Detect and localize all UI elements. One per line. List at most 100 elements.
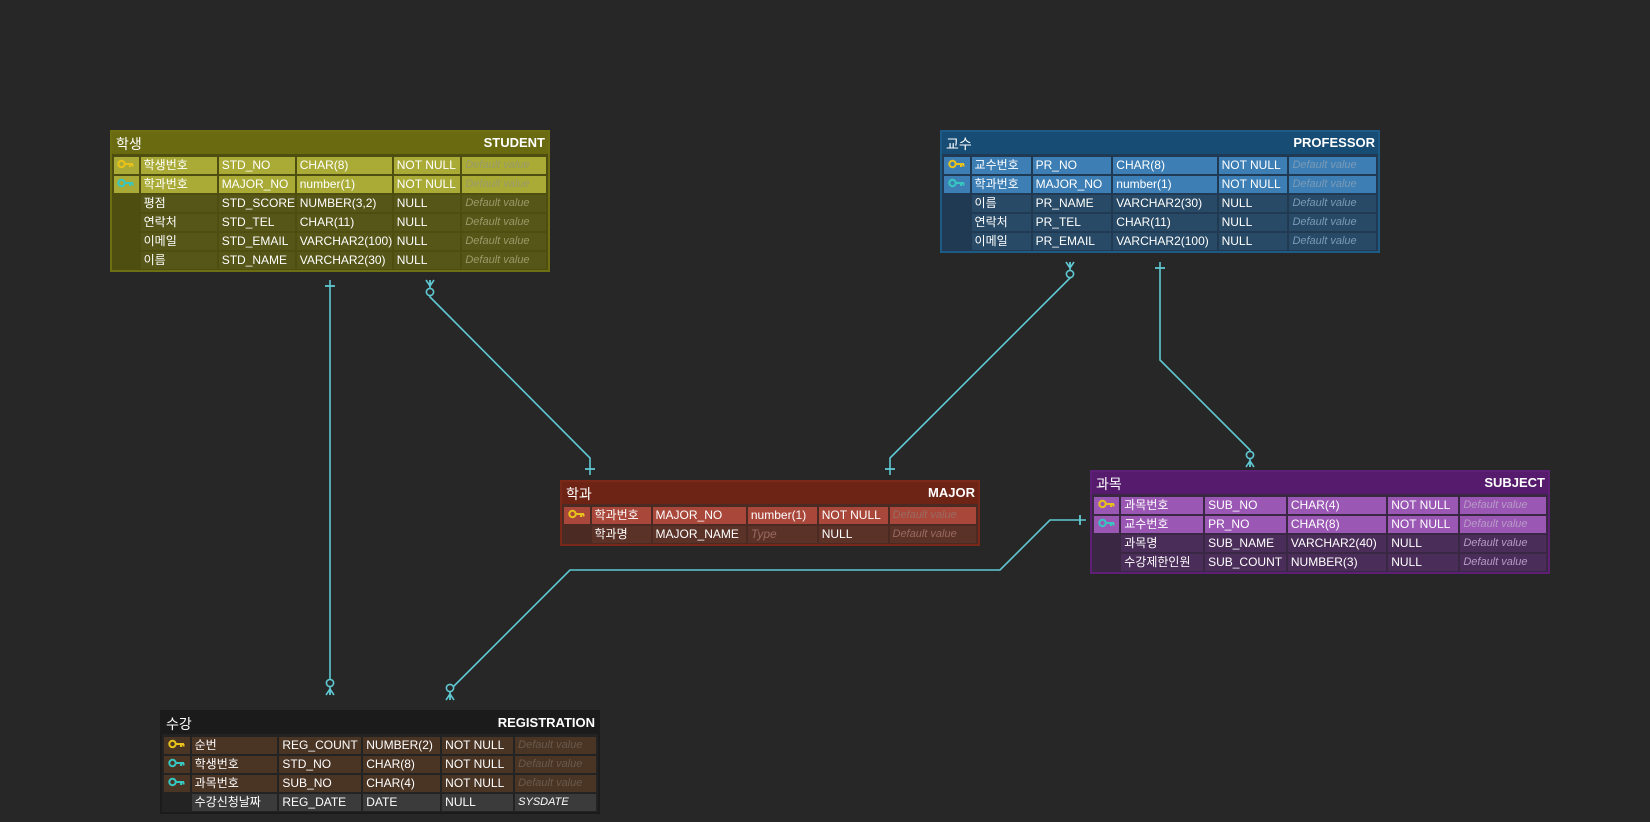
column-default[interactable]: Default value: [1460, 516, 1546, 533]
column-default[interactable]: Default value: [515, 775, 597, 792]
column-default[interactable]: Default value: [515, 737, 597, 754]
column-logical-name[interactable]: 순번: [191, 737, 278, 754]
column-logical-name[interactable]: 이름: [140, 252, 217, 269]
column-physical-name[interactable]: SUB_NO: [1205, 497, 1286, 514]
column-default[interactable]: Default value: [462, 214, 546, 231]
column-physical-name[interactable]: STD_TEL: [218, 214, 295, 231]
column-logical-name[interactable]: 연락처: [971, 214, 1031, 231]
column-logical-name[interactable]: 학생번호: [191, 756, 278, 773]
column-logical-name[interactable]: 학과명: [591, 526, 651, 543]
column-physical-name[interactable]: MAJOR_NO: [652, 507, 746, 524]
column-nullable[interactable]: NULL: [442, 794, 514, 811]
column-key-cell[interactable]: [164, 775, 190, 792]
column-nullable[interactable]: NULL: [393, 214, 461, 231]
column-physical-name[interactable]: SUB_NO: [279, 775, 362, 792]
column-key-cell[interactable]: [944, 195, 970, 212]
column-key-cell[interactable]: [164, 794, 190, 811]
column-physical-name[interactable]: MAJOR_NO: [1032, 176, 1112, 193]
column-key-cell[interactable]: [944, 214, 970, 231]
column-physical-name[interactable]: PR_TEL: [1032, 214, 1112, 231]
column-default[interactable]: Default value: [1460, 497, 1546, 514]
column-nullable[interactable]: NULL: [818, 526, 888, 543]
column-default[interactable]: Default value: [889, 526, 976, 543]
column-logical-name[interactable]: 교수번호: [971, 157, 1031, 174]
column-logical-name[interactable]: 과목명: [1121, 535, 1204, 552]
column-logical-name[interactable]: 연락처: [140, 214, 217, 231]
column-nullable[interactable]: NULL: [393, 233, 461, 250]
column-type[interactable]: VARCHAR2(100): [1113, 233, 1217, 250]
column-type[interactable]: CHAR(11): [1113, 214, 1217, 231]
column-logical-name[interactable]: 학과번호: [971, 176, 1031, 193]
column-logical-name[interactable]: 수강신청날짜: [191, 794, 278, 811]
column-physical-name[interactable]: STD_NO: [279, 756, 362, 773]
column-type[interactable]: VARCHAR2(100): [296, 233, 392, 250]
column-type[interactable]: CHAR(4): [1287, 497, 1387, 514]
column-physical-name[interactable]: STD_SCORE: [218, 195, 295, 212]
column-physical-name[interactable]: PR_EMAIL: [1032, 233, 1112, 250]
column-key-cell[interactable]: [1094, 497, 1120, 514]
column-physical-name[interactable]: MAJOR_NAME: [652, 526, 746, 543]
column-nullable[interactable]: NOT NULL: [442, 737, 514, 754]
column-nullable[interactable]: NULL: [1388, 554, 1459, 571]
column-nullable[interactable]: NOT NULL: [442, 756, 514, 773]
column-default[interactable]: Default value: [1460, 554, 1546, 571]
column-physical-name[interactable]: REG_COUNT: [279, 737, 362, 754]
column-type[interactable]: VARCHAR2(40): [1287, 535, 1387, 552]
column-nullable[interactable]: NULL: [393, 195, 461, 212]
column-physical-name[interactable]: STD_NAME: [218, 252, 295, 269]
column-physical-name[interactable]: SUB_COUNT: [1205, 554, 1286, 571]
column-nullable[interactable]: NOT NULL: [1218, 157, 1288, 174]
column-logical-name[interactable]: 과목번호: [191, 775, 278, 792]
column-nullable[interactable]: NULL: [393, 252, 461, 269]
column-type[interactable]: CHAR(11): [296, 214, 392, 231]
column-key-cell[interactable]: [114, 214, 139, 231]
column-key-cell[interactable]: [564, 526, 590, 543]
column-key-cell[interactable]: [164, 756, 190, 773]
column-default[interactable]: Default value: [1460, 535, 1546, 552]
column-key-cell[interactable]: [114, 176, 139, 193]
column-type[interactable]: CHAR(8): [1113, 157, 1217, 174]
column-nullable[interactable]: NOT NULL: [393, 157, 461, 174]
column-type[interactable]: CHAR(4): [363, 775, 441, 792]
column-default[interactable]: Default value: [462, 176, 546, 193]
column-physical-name[interactable]: PR_NO: [1205, 516, 1286, 533]
column-default[interactable]: Default value: [462, 233, 546, 250]
column-type[interactable]: Type: [747, 526, 817, 543]
column-type[interactable]: NUMBER(2): [363, 737, 441, 754]
column-nullable[interactable]: NOT NULL: [818, 507, 888, 524]
column-key-cell[interactable]: [944, 176, 970, 193]
column-logical-name[interactable]: 평점: [140, 195, 217, 212]
column-physical-name[interactable]: MAJOR_NO: [218, 176, 295, 193]
column-type[interactable]: NUMBER(3): [1287, 554, 1387, 571]
column-physical-name[interactable]: STD_EMAIL: [218, 233, 295, 250]
column-type[interactable]: number(1): [296, 176, 392, 193]
column-default[interactable]: Default value: [1289, 195, 1376, 212]
column-key-cell[interactable]: [1094, 554, 1119, 571]
column-physical-name[interactable]: SUB_NAME: [1205, 535, 1286, 552]
column-default[interactable]: SYSDATE: [515, 794, 597, 811]
column-logical-name[interactable]: 학과번호: [591, 507, 651, 524]
column-key-cell[interactable]: [564, 507, 590, 524]
column-type[interactable]: VARCHAR2(30): [296, 252, 392, 269]
